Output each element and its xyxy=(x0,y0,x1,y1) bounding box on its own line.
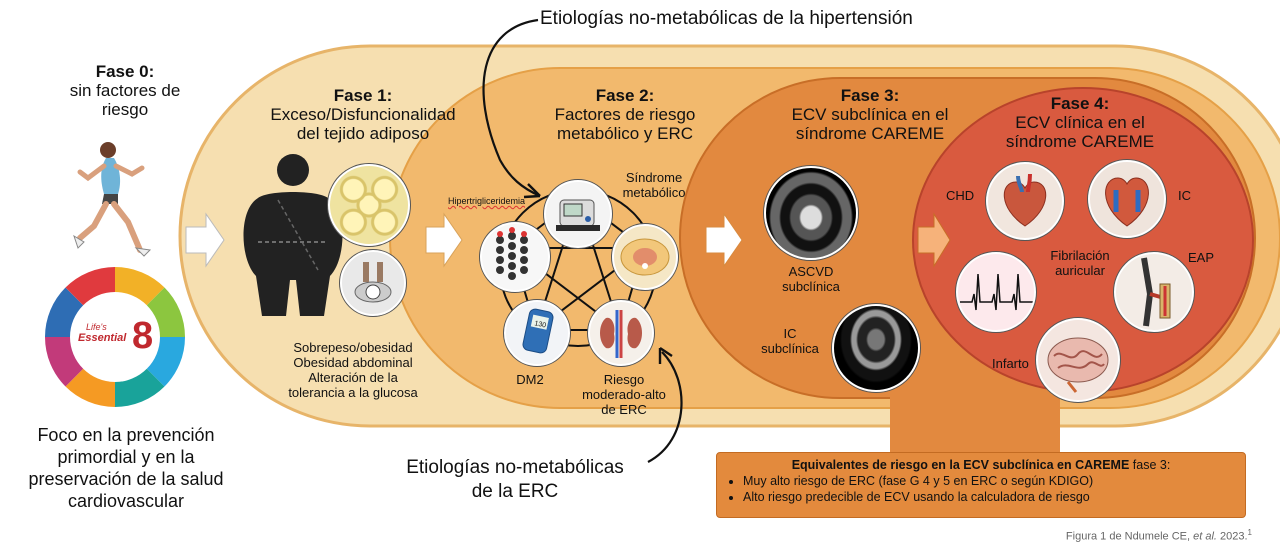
arrow-0-1 xyxy=(185,212,225,268)
phase1-item-0: Sobrepeso/obesidad xyxy=(293,340,413,355)
logo-number: 8 xyxy=(132,315,154,357)
caption-suffix: 2023. xyxy=(1216,530,1248,543)
note-header: Equivalentes de riesgo en la ECV subclín… xyxy=(727,457,1235,473)
phase0-header: Fase 0: sin factores de riesgo xyxy=(40,62,210,119)
eap-label: EAP xyxy=(1188,250,1215,265)
note-bullet-2: Alto riesgo predecible de ECV usando la … xyxy=(743,489,1235,505)
abdominal-fat-image xyxy=(612,224,678,290)
note-bullet-1: Muy alto riesgo de ERC (fase G 4 y 5 en … xyxy=(743,473,1235,489)
top-annotation-arrow xyxy=(482,18,541,198)
phase0-focus1: Foco en la prevención xyxy=(37,425,215,445)
brain-image xyxy=(1036,318,1120,402)
phase2-sub1: Factores de riesgo xyxy=(554,105,696,124)
phase0-focus3: preservación de la salud xyxy=(28,469,224,489)
phase0-focus: Foco en la prevención primordial y en la… xyxy=(10,424,242,512)
fibrillation-label: Fibrilación auricular xyxy=(1030,248,1130,278)
echocardiogram-image xyxy=(832,304,920,392)
dm2-label: DM2 xyxy=(516,372,544,387)
ckd-risk-line2: moderado-alto xyxy=(582,387,666,402)
ascvd-line1: ASCVD xyxy=(788,264,834,279)
caption-prefix: Figura 1 de Ndumele CE, xyxy=(1065,530,1194,543)
adipose-cells-image xyxy=(328,164,410,246)
bottom-annotation-line2: de la ERC xyxy=(471,481,559,502)
obesity-silhouette-icon xyxy=(243,154,343,316)
phase0-focus4: cardiovascular xyxy=(67,491,185,511)
heart-ic-image xyxy=(1088,160,1166,238)
ic-label: IC xyxy=(1178,188,1191,203)
glucometer-reading: 130 xyxy=(534,320,547,329)
phase4-header: Fase 4: ECV clínica en el síndrome CAREM… xyxy=(980,94,1180,151)
logo-text: Life's Essential 8 xyxy=(74,316,164,366)
ic-subclinical-line1: IC xyxy=(783,326,797,341)
syndrome-label: Síndrome metabólico xyxy=(614,170,694,200)
phase2-sub2: metabólico y ERC xyxy=(556,124,694,143)
logo-line2: Essential xyxy=(78,332,127,344)
phase2-header: Fase 2: Factores de riesgo metabólico y … xyxy=(530,86,720,143)
heart-chd-image xyxy=(986,162,1064,240)
note-header-rest: fase 3: xyxy=(1129,458,1171,472)
phase3-sub1: ECV subclínica en el xyxy=(791,105,949,124)
bottom-annotation: Etiologías no-metabólicas de la ERC xyxy=(380,456,650,504)
phase3-connector xyxy=(890,390,1060,455)
chd-label: CHD xyxy=(946,188,975,203)
lipid-molecules-image xyxy=(480,222,550,292)
phase0-sub1: sin factores de xyxy=(69,81,181,100)
phase1-item-1: Obesidad abdominal xyxy=(293,355,413,370)
ecg-image xyxy=(956,252,1036,332)
ascvd-label: ASCVD subclínica xyxy=(766,264,856,294)
glucometer-image: 130 xyxy=(504,300,570,366)
hypertrig-label: Hipertrigliceridemia xyxy=(448,196,526,206)
scale-image xyxy=(340,250,406,316)
ct-scan-image xyxy=(764,166,858,260)
arrow-1-2 xyxy=(425,212,463,268)
figure-caption: Figura 1 de Ndumele CE, et al. 2023.1 xyxy=(1066,528,1252,543)
phase4-title: Fase 4: xyxy=(1050,94,1110,113)
caption-sup: 1 xyxy=(1247,528,1252,537)
syndrome-line2: metabólico xyxy=(622,185,686,200)
bottom-annotation-arrow xyxy=(647,351,683,463)
phase2-title: Fase 2: xyxy=(595,86,655,105)
ascvd-line2: subclínica xyxy=(782,279,840,294)
phase4-sub2: síndrome CAREME xyxy=(1005,132,1155,151)
fibrillation-line1: Fibrilación xyxy=(1050,248,1110,263)
risk-equivalents-note: Equivalentes de riesgo en la ECV subclín… xyxy=(716,452,1246,518)
fibrillation-line2: auricular xyxy=(1055,263,1105,278)
phase0-title: Fase 0: xyxy=(95,62,155,81)
lifes-essential-8-logo xyxy=(45,267,185,407)
logo-line1: Life's xyxy=(86,322,107,332)
ic-subclinical-label: IC subclínica xyxy=(750,326,830,356)
bottom-annotation-line1: Etiologías no-metabólicas xyxy=(406,457,624,478)
blood-pressure-monitor-image xyxy=(544,180,612,248)
phase4-sub1: ECV clínica en el xyxy=(1015,113,1145,132)
ckd-risk-label: Riesgo moderado-alto de ERC xyxy=(574,372,674,417)
kidney-image xyxy=(588,300,654,366)
syndrome-line1: Síndrome xyxy=(625,170,683,185)
runner-icon xyxy=(73,142,152,257)
caption-italic: et al. xyxy=(1193,530,1217,543)
phase1-items: Sobrepeso/obesidad Obesidad abdominal Al… xyxy=(268,340,438,400)
infarct-label: Infarto xyxy=(992,356,1029,371)
phase0-sub2: riesgo xyxy=(101,100,149,119)
note-list: Muy alto riesgo de ERC (fase G 4 y 5 en … xyxy=(727,473,1235,505)
ckd-risk-line1: Riesgo xyxy=(603,372,645,387)
phase3-title: Fase 3: xyxy=(840,86,900,105)
arrow-3-4 xyxy=(917,212,951,268)
phase1-item-2: Alteración de la xyxy=(308,370,398,385)
phase1-header: Fase 1: Exceso/Disfuncionalidad del teji… xyxy=(248,86,478,143)
phase1-item-3: tolerancia a la glucosa xyxy=(288,385,418,400)
leg-arteries-image xyxy=(1114,252,1194,332)
phase1-sub2: del tejido adiposo xyxy=(296,124,430,143)
phase0-focus2: primordial y en la xyxy=(57,447,195,467)
arrow-2-3 xyxy=(705,212,743,268)
note-header-bold: Equivalentes de riesgo en la ECV subclín… xyxy=(791,458,1130,472)
phase1-title: Fase 1: xyxy=(333,86,393,105)
ic-subclinical-line2: subclínica xyxy=(761,341,819,356)
phase1-sub1: Exceso/Disfuncionalidad xyxy=(270,105,456,124)
ckd-risk-line3: de ERC xyxy=(601,402,647,417)
top-annotation: Etiologías no-metabólicas de la hiperten… xyxy=(540,8,913,29)
phase3-sub2: síndrome CAREME xyxy=(795,124,945,143)
phase3-header: Fase 3: ECV subclínica en el síndrome CA… xyxy=(770,86,970,143)
